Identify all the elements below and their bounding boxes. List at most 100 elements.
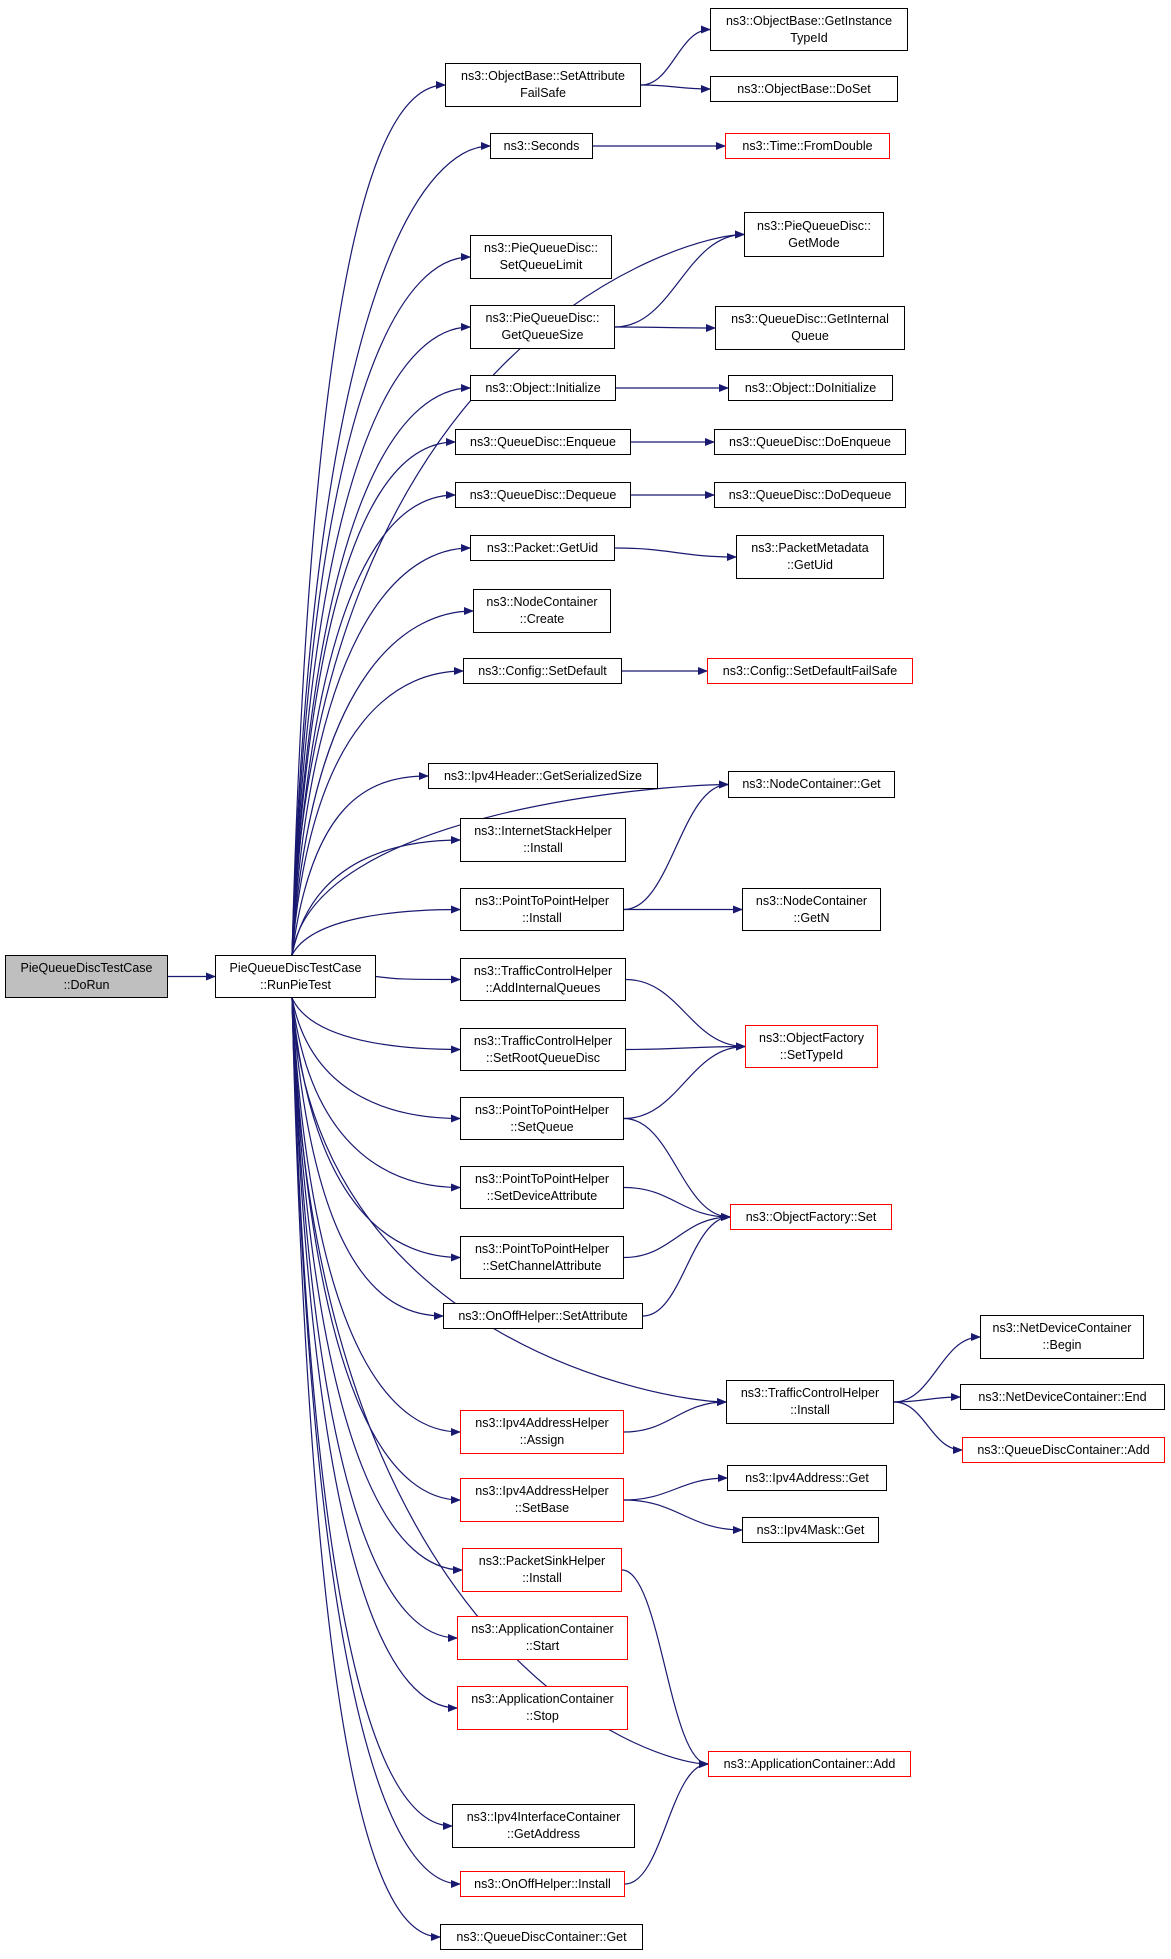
edge-runpietest-to-ipv4hdr [291, 772, 429, 956]
edge-p2pinstall-to-ncget [623, 780, 729, 911]
node-p2pinstall[interactable]: ns3::PointToPointHelper::Install [460, 888, 624, 931]
node-p2psetqueue[interactable]: ns3::PointToPointHelper::SetQueue [460, 1097, 624, 1140]
node-ncgetn[interactable]: ns3::NodeContainer::GetN [742, 888, 881, 931]
node-ipv4maskget[interactable]: ns3::Ipv4Mask::Get [742, 1517, 879, 1543]
node-label-line: ::Begin [1042, 1338, 1082, 1352]
node-ofset[interactable]: ns3::ObjectFactory::Set [730, 1204, 892, 1230]
node-label-line: ::DoRun [63, 977, 110, 992]
node-pmgetuid[interactable]: ns3::PacketMetadata::GetUid [736, 535, 884, 579]
node-label-line: ns3::Object::DoInitialize [744, 380, 877, 395]
node-label-line: ns3::ApplicationContainer [471, 1622, 614, 1636]
node-label-line: ::SetChannelAttribute [482, 1258, 602, 1273]
node-setqueuelimit[interactable]: ns3::PieQueueDisc::SetQueueLimit [470, 235, 612, 279]
node-qdcadd[interactable]: ns3::QueueDiscContainer::Add [962, 1437, 1165, 1463]
node-label-line: ns3::ObjectBase::DoSet [737, 81, 871, 96]
node-tchinstall[interactable]: ns3::TrafficControlHelper::Install [726, 1380, 894, 1424]
node-runpietest[interactable]: PieQueueDiscTestCase::RunPieTest [215, 955, 376, 998]
node-label-line: ::SetQueue [510, 1119, 574, 1134]
edge-runpietest-to-ncget [291, 780, 729, 956]
node-initialize[interactable]: ns3::Object::Initialize [470, 375, 616, 401]
edge-addinternalqueues-to-settypeid [625, 978, 746, 1051]
edge-runpietest-to-setqueuelimit [291, 253, 471, 956]
node-label-line: ::Stop [526, 1709, 559, 1723]
node-acadd[interactable]: ns3::ApplicationContainer::Add [708, 1751, 911, 1777]
node-label-line: TypeId [790, 30, 828, 45]
node-label-line: ns3::ApplicationContainer [471, 1692, 614, 1706]
node-dequeue[interactable]: ns3::QueueDisc::Dequeue [455, 482, 631, 508]
node-setdefaultfs[interactable]: ns3::Config::SetDefaultFailSafe [707, 658, 913, 684]
edge-runpietest-to-enqueue [291, 438, 456, 956]
node-settypeid[interactable]: ns3::ObjectFactory::SetTypeId [745, 1025, 878, 1068]
node-ishinstall[interactable]: ns3::InternetStackHelper::Install [460, 818, 626, 862]
node-label-line: ns3::ObjectFactory [759, 1030, 864, 1045]
node-label-line: ns3::Ipv4Address::Get [745, 1470, 869, 1485]
edge-getqueuesize-to-getinternalqueue [614, 323, 716, 332]
node-label-line: PieQueueDiscTestCase [229, 960, 362, 975]
node-addinternalqueues[interactable]: ns3::TrafficControlHelper::AddInternalQu… [460, 958, 626, 1001]
node-doinitialize[interactable]: ns3::Object::DoInitialize [728, 375, 893, 401]
edge-runpietest-to-p2psetdeviceattr [291, 997, 461, 1192]
node-setrootqueuedisc[interactable]: ns3::TrafficControlHelper::SetRootQueueD… [460, 1028, 626, 1071]
node-dodequeue[interactable]: ns3::QueueDisc::DoDequeue [714, 482, 906, 508]
node-label-line: ns3::ObjectFactory::Set [745, 1209, 877, 1224]
node-nccreate[interactable]: ns3::NodeContainer::Create [473, 589, 611, 633]
node-label-line: ns3::QueueDisc::Enqueue [470, 434, 616, 449]
node-packetgetuid[interactable]: ns3::Packet::GetUid [470, 535, 615, 561]
node-dorun: PieQueueDiscTestCase::DoRun [5, 955, 168, 998]
edge-runpietest-to-addinternalqueues [375, 975, 461, 984]
edge-ipv4setbase-to-ipv4addrget [623, 1474, 728, 1501]
node-ipv4setbase[interactable]: ns3::Ipv4AddressHelper::SetBase [460, 1478, 624, 1522]
node-ipv4assign[interactable]: ns3::Ipv4AddressHelper::Assign [460, 1410, 624, 1454]
node-label-line: ns3::ApplicationContainer::Add [723, 1756, 896, 1771]
node-label-line: ns3::Config::SetDefaultFailSafe [722, 663, 898, 678]
node-iicgetaddress[interactable]: ns3::Ipv4InterfaceContainer::GetAddress [452, 1804, 635, 1848]
edge-psinstall-to-acadd [621, 1569, 709, 1768]
node-label-line: ns3::PieQueueDisc:: [485, 311, 600, 325]
node-acstop[interactable]: ns3::ApplicationContainer::Stop [457, 1686, 628, 1730]
node-ipv4hdr[interactable]: ns3::Ipv4Header::GetSerializedSize [428, 763, 658, 789]
node-enqueue[interactable]: ns3::QueueDisc::Enqueue [455, 429, 631, 455]
edge-runpietest-to-iicgetaddress [291, 997, 453, 1830]
node-doenqueue[interactable]: ns3::QueueDisc::DoEnqueue [714, 429, 906, 455]
node-ipv4addrget[interactable]: ns3::Ipv4Address::Get [727, 1465, 887, 1491]
node-setdefault[interactable]: ns3::Config::SetDefault [463, 658, 622, 684]
node-label-line: ns3::PointToPointHelper [474, 1171, 610, 1186]
node-label-line: ns3::QueueDisc::DoEnqueue [729, 434, 891, 449]
node-getmode[interactable]: ns3::PieQueueDisc::GetMode [744, 212, 884, 257]
node-getqueuesize[interactable]: ns3::PieQueueDisc::GetQueueSize [470, 305, 615, 349]
node-label-line: ns3::Ipv4Mask::Get [756, 1522, 865, 1537]
edge-p2psetqueue-to-settypeid [623, 1042, 746, 1120]
node-label-line: ::Create [519, 612, 565, 626]
node-fromdouble[interactable]: ns3::Time::FromDouble [725, 133, 890, 159]
node-psinstall[interactable]: ns3::PacketSinkHelper::Install [462, 1548, 622, 1592]
edge-runpietest-to-seconds [291, 142, 491, 956]
edge-runpietest-to-nccreate [291, 607, 474, 956]
edge-runpietest-to-onoffsetattr [291, 997, 444, 1320]
node-label-line: ns3::Ipv4AddressHelper [475, 1416, 609, 1430]
edge-runpietest-to-p2psetqueue [291, 997, 461, 1123]
node-label-line: Queue [791, 329, 829, 343]
node-onoffsetattr[interactable]: ns3::OnOffHelper::SetAttribute [443, 1303, 643, 1329]
node-ndcbegin[interactable]: ns3::NetDeviceContainer::Begin [980, 1315, 1144, 1359]
node-doset[interactable]: ns3::ObjectBase::DoSet [710, 76, 898, 102]
node-seconds[interactable]: ns3::Seconds [490, 133, 593, 159]
edge-runpietest-to-ishinstall [291, 836, 461, 956]
node-onoffinstall[interactable]: ns3::OnOffHelper::Install [460, 1871, 625, 1897]
node-p2psetchannelattr[interactable]: ns3::PointToPointHelper::SetChannelAttri… [460, 1236, 624, 1279]
node-ndcend[interactable]: ns3::NetDeviceContainer::End [960, 1384, 1165, 1410]
node-label-line: ::Install [522, 1571, 562, 1585]
node-label-line: ::RunPieTest [260, 977, 331, 992]
edge-tchinstall-to-qdcadd [893, 1401, 963, 1454]
node-ncget[interactable]: ns3::NodeContainer::Get [728, 771, 895, 798]
node-label-line: FailSafe [520, 86, 566, 100]
node-acstart[interactable]: ns3::ApplicationContainer::Start [457, 1616, 628, 1660]
node-p2psetdeviceattr[interactable]: ns3::PointToPointHelper::SetDeviceAttrib… [460, 1166, 624, 1209]
node-label-line: ns3::Packet::GetUid [486, 540, 599, 555]
node-qdcget[interactable]: ns3::QueueDiscContainer::Get [440, 1924, 643, 1950]
edge-packetgetuid-to-pmgetuid [614, 547, 737, 561]
node-label-line: ::Install [790, 1403, 830, 1417]
node-label-line: ns3::NodeContainer [486, 595, 598, 609]
